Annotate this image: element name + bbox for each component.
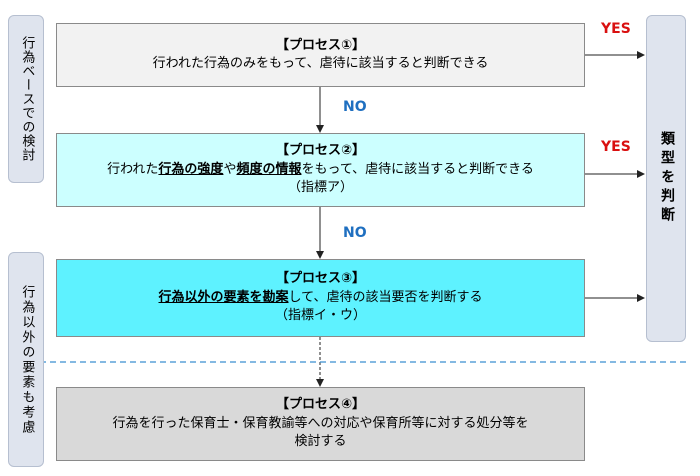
- process-3-emphasis: 行為以外の要素を勘案: [158, 289, 289, 305]
- no-label-process-1: NO: [343, 99, 367, 115]
- side-label-behavior-based: 行為ベースでの検討: [19, 36, 35, 162]
- process-3-title: 【プロセス③】: [275, 271, 365, 287]
- process-1-title: 【プロセス①】: [275, 37, 365, 53]
- process-2-text: 行われた行為の強度や頻度の情報をもって、虐待に該当すると判断できる: [107, 161, 534, 179]
- process-2-emphasis-intensity: 行為の強度: [158, 161, 224, 177]
- process-1-box: 【プロセス①】 行われた行為のみをもって、虐待に該当すると判断できる: [56, 23, 585, 87]
- yes-label-process-1: YES: [601, 21, 631, 37]
- process-2-mid: や: [223, 161, 237, 177]
- process-2-prefix: 行われた: [107, 161, 159, 177]
- process-3-note: （指標イ・ウ）: [274, 308, 366, 324]
- no-label-process-2: NO: [343, 225, 367, 241]
- side-panel-behavior-based: 行為ベースでの検討: [8, 15, 44, 183]
- side-panel-judge-type: 類型を判断: [646, 15, 686, 342]
- side-label-judge-type: 類型を判断: [658, 131, 675, 226]
- process-2-title: 【プロセス②】: [275, 143, 365, 159]
- process-3-suffix: して、虐待の該当要否を判断する: [288, 289, 483, 305]
- process-3-text: 行為以外の要素を勘案して、虐待の該当要否を判断する: [159, 289, 483, 307]
- side-panel-other-factors: 行為以外の要素も考慮: [8, 252, 44, 467]
- process-1-text: 行われた行為のみをもって、虐待に該当すると判断できる: [152, 56, 489, 71]
- process-2-suffix: をもって、虐待に該当すると判断できる: [301, 161, 534, 177]
- process-4-title: 【プロセス④】: [275, 397, 365, 413]
- side-label-other-factors: 行為以外の要素も考慮: [19, 284, 35, 435]
- process-3-box: 【プロセス③】 行為以外の要素を勘案して、虐待の該当要否を判断する （指標イ・ウ…: [56, 259, 585, 337]
- process-4-line-2: 検討する: [294, 434, 347, 450]
- process-4-line-1: 行為を行った保育士・保育教諭等への対応や保育所等に対する処分等を: [112, 415, 529, 431]
- process-2-emphasis-frequency: 頻度の情報: [236, 161, 302, 177]
- yes-label-process-2: YES: [601, 139, 631, 155]
- process-4-box: 【プロセス④】 行為を行った保育士・保育教諭等への対応や保育所等に対する処分等を…: [56, 387, 585, 461]
- process-2-box: 【プロセス②】 行われた行為の強度や頻度の情報をもって、虐待に該当すると判断でき…: [56, 133, 585, 207]
- process-2-note: （指標ア）: [287, 180, 353, 196]
